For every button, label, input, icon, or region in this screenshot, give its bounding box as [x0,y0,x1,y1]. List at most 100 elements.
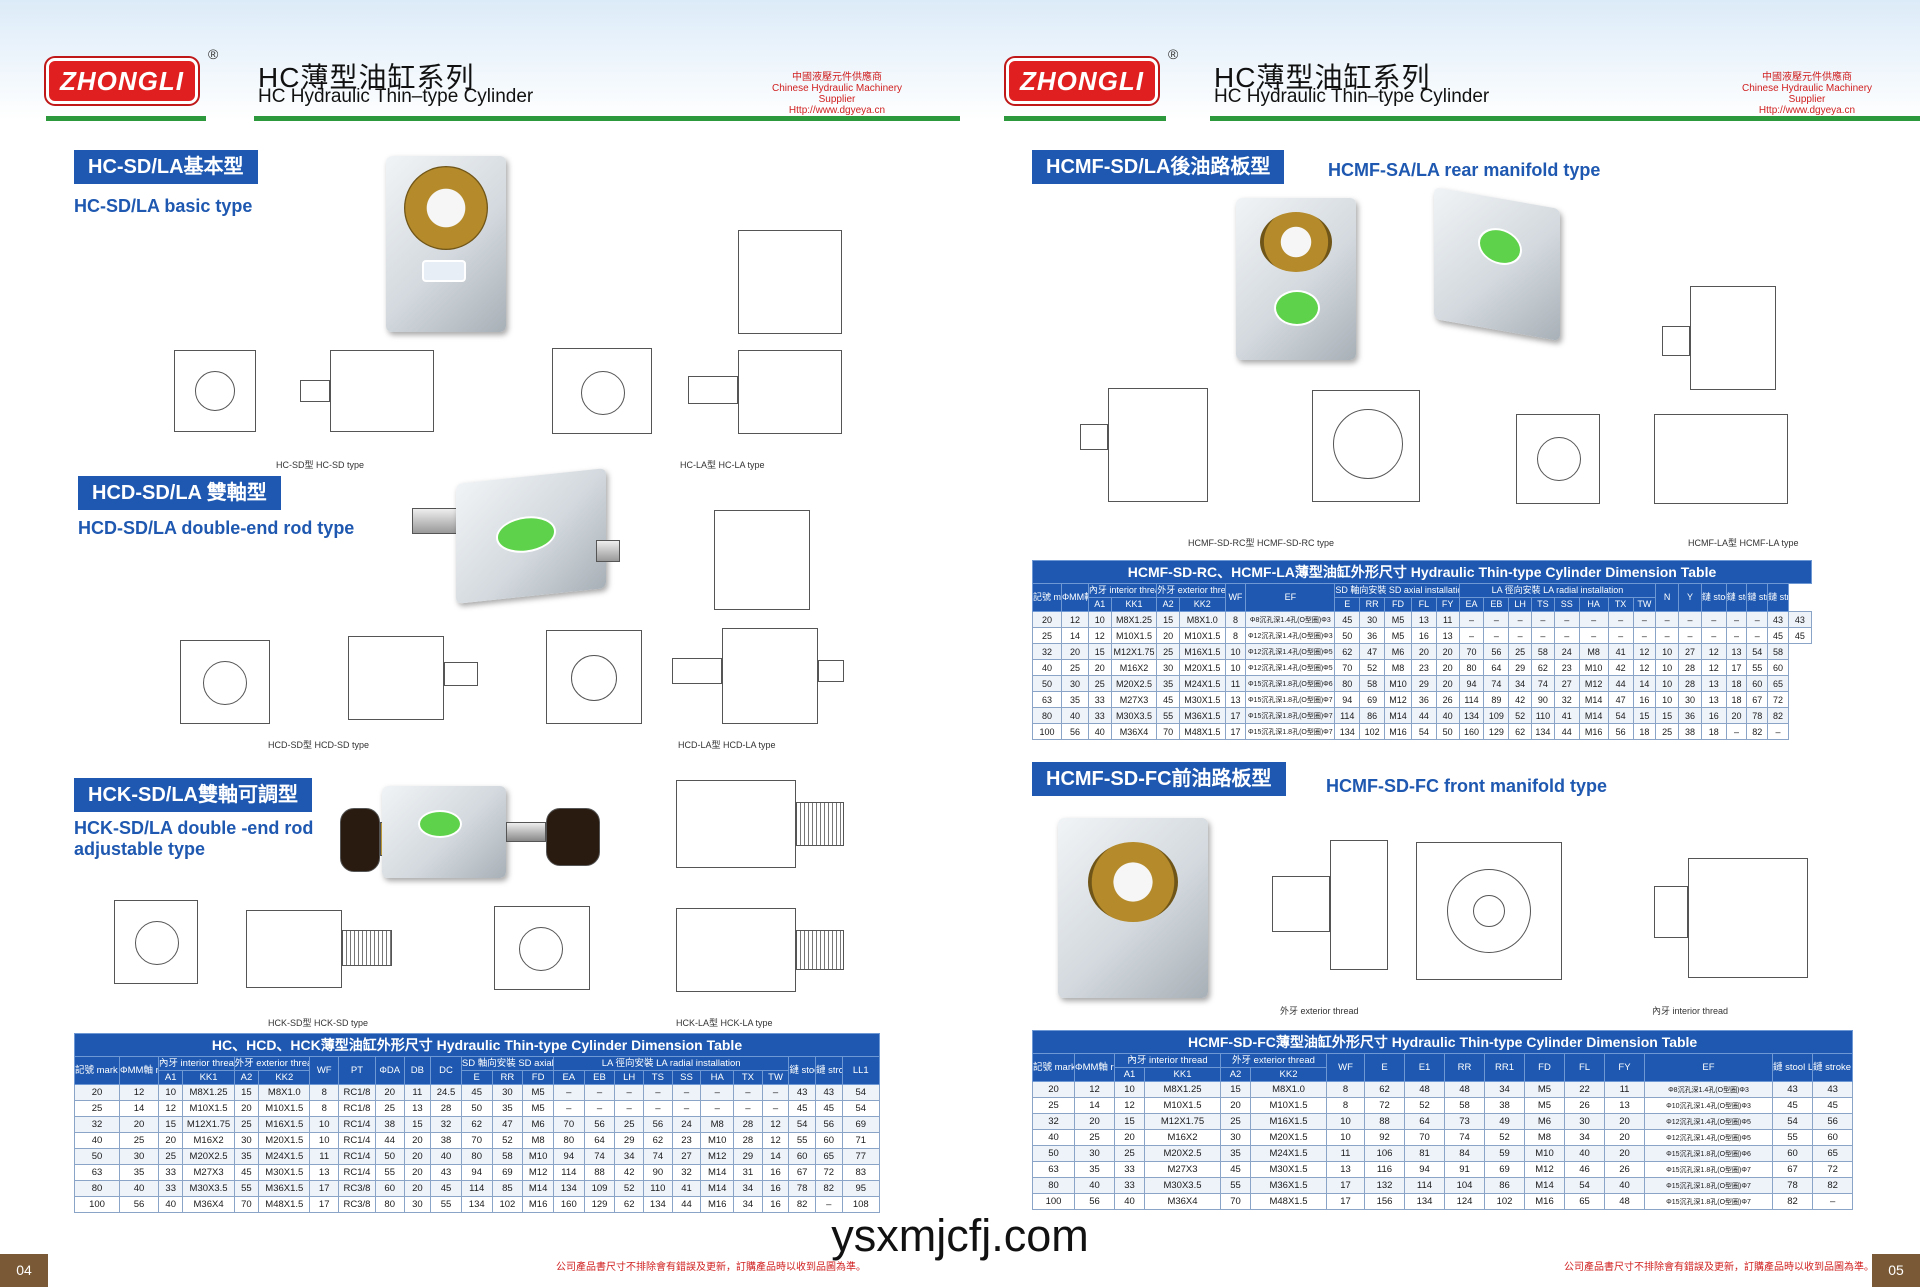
table-cell: 12 [1114,1097,1145,1114]
hc-sd-end-view [174,350,256,432]
table-cell: 46 [1564,1161,1605,1178]
table-cell: RC1/8 [338,1100,376,1117]
table-cell: 15 [233,1084,260,1101]
table-cell: RC1/4 [338,1132,376,1149]
table-cell: 82 [1772,1193,1813,1210]
table-cell: 28 [430,1100,462,1117]
column-header: 鏈 stool PL [1725,583,1748,612]
table-cell: 20 [1604,1113,1645,1130]
table-cell: 35 [491,1100,524,1117]
table-cell: 13 [1435,627,1460,644]
hcmf-la-top-view [1690,286,1776,390]
table-cell: M8X1.25 [1144,1081,1221,1098]
table-cell: 33 [1087,707,1112,724]
column-header: LL1 [841,1056,881,1085]
table-cell: 43 [430,1164,462,1181]
table-cell: M14 [522,1180,554,1197]
hck-sd-end-view [114,900,198,984]
table-cell: – [1725,627,1748,644]
table-cell: 58 [1444,1097,1485,1114]
table-cell: 92 [1364,1129,1405,1146]
table-cell: 114 [1458,691,1485,708]
hcd-la-caption: HCD-LA型 HCD-LA type [678,740,776,750]
supplier-cn: 中國液壓元件供應商 [1762,72,1852,83]
column-subheader: A1 [1114,1067,1145,1082]
table-cell: 52 [1508,707,1533,724]
table-cell: 20 [1060,643,1089,660]
table-cell: M8X1.0 [258,1084,311,1101]
column-header: 鏈 stroke LL [1746,583,1769,612]
column-header: 記號 mark ΦD內徑 [1032,1053,1075,1082]
table-cell: 62 [614,1196,645,1213]
table-cell: 10 [1655,675,1680,692]
table-cell: 12 [1087,627,1112,644]
table-cell: 114 [1334,707,1361,724]
table-cell: M24X1.5 [258,1148,311,1165]
table-cell: – [671,1084,702,1101]
table-cell: 50 [1032,675,1062,692]
table-cell: 25 [157,1148,184,1165]
column-header: ΦMM軸 rod diameter [1074,1053,1115,1082]
hcd-sd-end-view [180,640,270,724]
adjust-thread [796,802,844,846]
hc-sd-caption: HC-SD型 HC-SD type [276,460,365,470]
column-subheader: EB [583,1070,616,1085]
table-cell: 60 [1767,659,1789,676]
table-cell: 77 [841,1148,881,1165]
supplier-url[interactable]: Http://www.dgyeya.cn [1758,105,1856,116]
table-cell: 40 [1087,723,1112,740]
table-cell: 129 [583,1196,616,1213]
adjust-nut [340,808,380,872]
table-cell: 12 [761,1116,790,1133]
column-subheader: SS [671,1070,702,1085]
column-header: PT [338,1056,376,1085]
table-cell: 15 [1655,707,1680,724]
table-cell: – [1655,611,1680,628]
table-cell: 83 [841,1164,881,1181]
column-header: FL [1564,1053,1605,1082]
table-cell: 27 [1553,675,1580,692]
column-header: ΦMM軸 rod diameter [1060,583,1089,612]
table-cell: 110 [643,1180,673,1197]
table-cell: M36X1.5 [1179,707,1226,724]
table-cell: 67 [788,1164,816,1181]
table-cell: M8X1.25 [182,1084,235,1101]
column-header: 內牙 interior thread [1087,583,1158,598]
table-cell: 58 [1767,643,1789,660]
supplier-info: 中國液壓元件供應商 Chinese Hydraulic Machinery Su… [1732,72,1882,116]
table-cell: 43 [1772,1081,1813,1098]
table-cell: 27 [671,1148,702,1165]
table-cell: 45 [1156,691,1181,708]
column-subheader: TS [1531,597,1555,612]
table-cell: 55 [788,1132,816,1149]
hcmf-la-end-view [1516,414,1600,504]
table-cell: 18 [1632,723,1657,740]
table-cell: 70 [1334,659,1361,676]
table-cell: 17 [309,1180,340,1197]
table-cell: M20X1.5 [1250,1129,1327,1146]
table-cell: 40 [1435,707,1460,724]
table-cell: M10X1.5 [1250,1097,1327,1114]
column-header: E1 [1404,1053,1445,1082]
table-cell: 50 [460,1100,493,1117]
table-cell: 20 [119,1116,159,1133]
table-cell: 102 [491,1196,524,1213]
supplier-url[interactable]: Http://www.dgyeya.cn [788,105,886,116]
hc-la-top-view [738,230,842,334]
table-cell: – [700,1100,735,1117]
table-cell: 10 [1655,643,1680,660]
table-cell: 13 [1700,691,1727,708]
table-cell: 14 [1074,1097,1115,1114]
table-cell: M30X3.5 [182,1180,235,1197]
table-cell: 116 [1364,1161,1405,1178]
table-cell: – [761,1084,790,1101]
table-cell: Φ12沉孔深1.4孔(O型圈)Φ5 [1644,1113,1773,1130]
table-cell: 108 [841,1196,881,1213]
table-cell: 90 [643,1164,673,1181]
table-cell: M14 [1578,707,1609,724]
table-cell: 28 [1678,675,1702,692]
